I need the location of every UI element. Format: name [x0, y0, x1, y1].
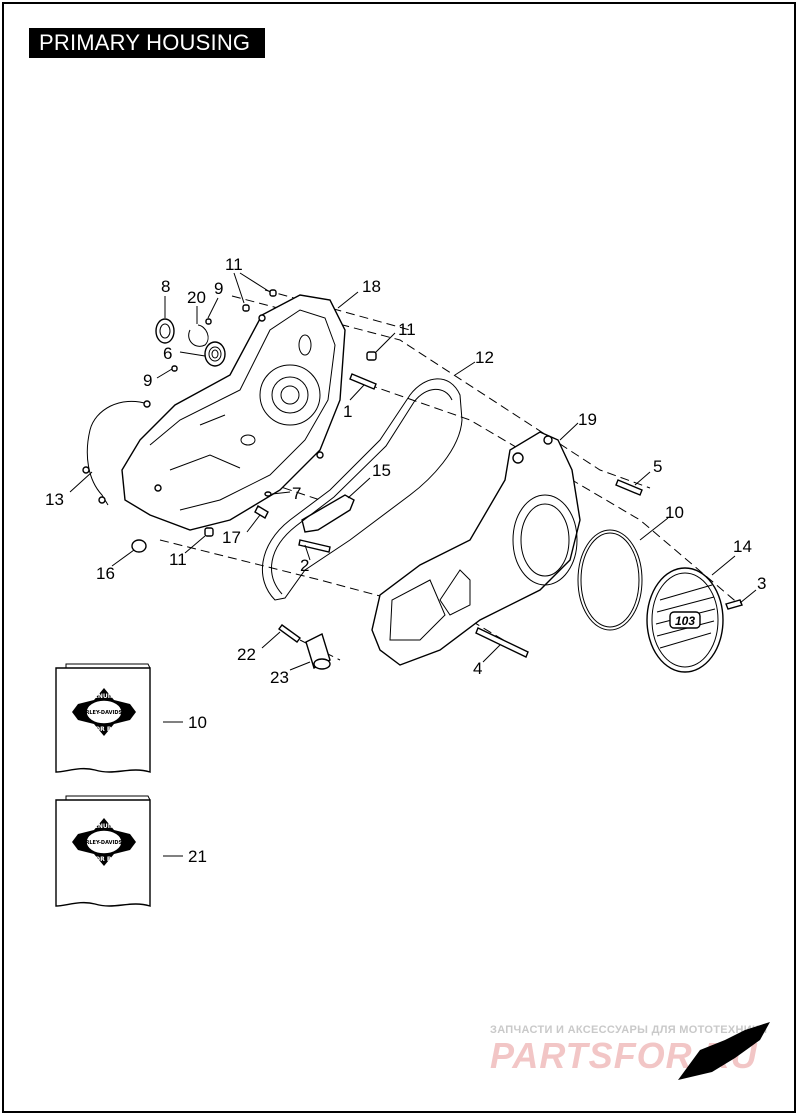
callout-6: 6 [163, 344, 172, 363]
callout-9: 9 [143, 371, 152, 390]
callout-labels: 11 8 20 9 6 9 18 11 12 1 13 7 15 17 11 1… [45, 255, 766, 866]
callout-15: 15 [372, 461, 391, 480]
part-7-washer [264, 491, 272, 497]
svg-text:HARLEY-DAVIDSON: HARLEY-DAVIDSON [77, 840, 130, 846]
callout-14: 14 [733, 537, 752, 556]
callout-5: 5 [653, 457, 662, 476]
callout-12: 12 [475, 348, 494, 367]
part-6-bearing [204, 341, 226, 367]
callout-13: 13 [45, 490, 64, 509]
part-8-seal [155, 318, 175, 344]
gasket-tab [82, 466, 90, 474]
svg-text:GENUINE: GENUINE [89, 693, 119, 700]
callout-11: 11 [398, 320, 416, 339]
part-1-bolt [349, 373, 377, 390]
callout-9: 9 [214, 279, 223, 298]
callout-7: 7 [292, 484, 301, 503]
watermark: ЗАПЧАСТИ И АКСЕССУАРЫ ДЛЯ МОТОТЕХНИКИ PA… [490, 1022, 770, 1080]
part-12-gasket [262, 378, 463, 601]
part-4-bolt [475, 627, 529, 658]
callout-22: 22 [237, 645, 256, 664]
cover-badge-text: 103 [675, 614, 695, 628]
part-2-bolt [298, 539, 331, 553]
svg-text:MOTOR PARTS: MOTOR PARTS [80, 726, 128, 733]
callout-23: 23 [270, 668, 289, 687]
callout-1: 1 [343, 402, 352, 421]
svg-text:GENUINE: GENUINE [89, 823, 119, 830]
watermark-tagline: ЗАПЧАСТИ И АКСЕССУАРЫ ДЛЯ МОТОТЕХНИКИ [490, 1024, 767, 1036]
callout-10: 10 [665, 503, 684, 522]
gasket-tab [143, 400, 151, 408]
callout-20: 20 [187, 288, 206, 307]
part-23-spacer [305, 633, 331, 670]
package-kit-10: GENUINE HARLEY-DAVIDSON MOTOR PARTS [55, 663, 151, 773]
package-kit-21: GENUINE HARLEY-DAVIDSON MOTOR PARTS [55, 795, 151, 907]
part-15-tensioner [301, 494, 355, 533]
part-17-fastener [254, 505, 269, 519]
callout-19: 19 [578, 410, 597, 429]
callout-16: 16 [96, 564, 115, 583]
callout-18: 18 [362, 277, 381, 296]
part-22-bolt [278, 624, 301, 643]
part-18-inner-primary-housing [121, 294, 346, 531]
callout-21: 21 [188, 847, 207, 866]
callout-11: 11 [225, 255, 243, 274]
callout-2: 2 [300, 556, 309, 575]
callout-11: 11 [169, 550, 187, 569]
callout-4: 4 [473, 659, 482, 678]
callout-17: 17 [222, 528, 241, 547]
part-14-derby-cover: 103 [646, 567, 724, 673]
part-19-outer-primary-cover [371, 431, 581, 666]
genuine-parts-logo: GENUINE HARLEY-DAVIDSON MOTOR PARTS [72, 688, 136, 736]
callout-3: 3 [757, 574, 766, 593]
genuine-parts-logo: GENUINE HARLEY-DAVIDSON MOTOR PARTS [72, 818, 136, 866]
small-dowels [131, 289, 377, 553]
gasket-tab [98, 496, 106, 504]
callout-8: 8 [161, 277, 170, 296]
part-3-screw [725, 599, 743, 610]
part-10-o-ring [577, 529, 643, 631]
callout-10: 10 [188, 713, 207, 732]
part-20-retaining-ring [188, 324, 209, 347]
callout-leader-lines [69, 272, 757, 857]
part-5-screw [615, 479, 643, 496]
page-title: PRIMARY HOUSING [29, 28, 265, 58]
part-13-gasket [86, 400, 149, 506]
svg-text:HARLEY-DAVIDSON: HARLEY-DAVIDSON [77, 710, 130, 716]
svg-text:MOTOR PARTS: MOTOR PARTS [80, 856, 128, 863]
